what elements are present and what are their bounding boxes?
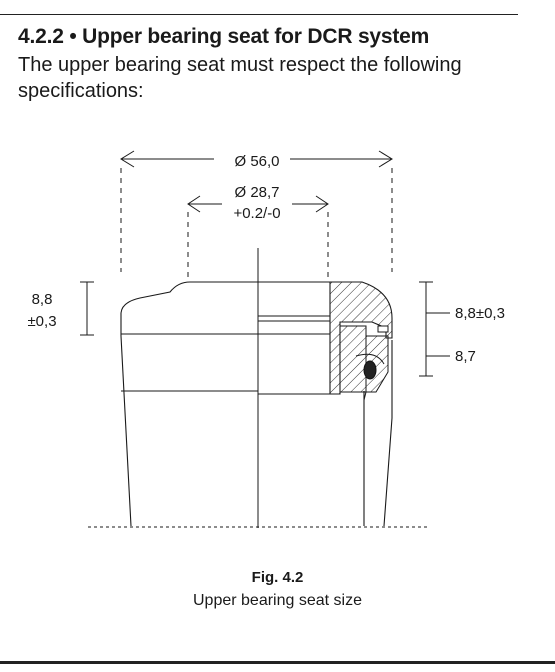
left-height-tolerance: ±0,3 (27, 313, 56, 330)
outer-diameter-dimension: Ø 56,0 (120, 150, 393, 272)
figure-caption-label: Fig. 4.2 (251, 569, 304, 586)
bottom-rule (0, 661, 555, 664)
outer-diameter-label: Ø 56,0 (234, 153, 279, 170)
seat-body-outline (120, 281, 393, 527)
inner-tolerance-label: +0.2/-0 (233, 205, 280, 222)
seat-cross-section (329, 281, 393, 401)
section-title: 4.2.2 • Upper bearing seat for DCR syste… (18, 25, 430, 48)
left-height-value: 8,8 (32, 291, 53, 308)
figure-caption-text: Upper bearing seat size (193, 592, 362, 609)
top-rule (0, 14, 518, 15)
intro-paragraph: The upper bearing seat must respect the … (18, 54, 462, 102)
right-upper-dimension: 8,8±0,3 (455, 305, 505, 322)
inner-diameter-label: Ø 28,7 (234, 184, 279, 201)
inner-diameter-dimension: Ø 28,7 +0.2/-0 (187, 184, 329, 280)
left-height-dimension: 8,8 ±0,3 (27, 281, 94, 336)
right-dimensions: 8,8±0,3 8,7 (419, 281, 505, 377)
right-lower-dimension: 8,7 (455, 348, 476, 365)
